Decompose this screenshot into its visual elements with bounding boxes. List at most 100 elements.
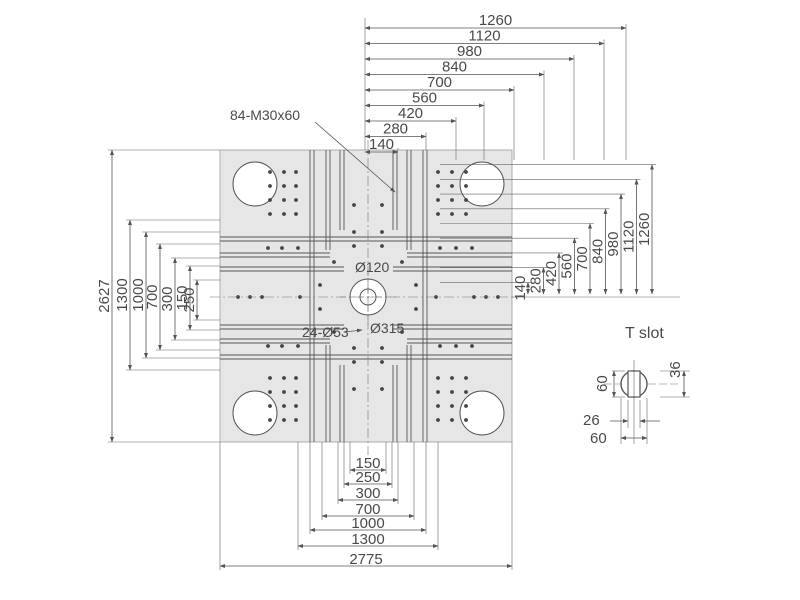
bolt-hole — [400, 330, 404, 334]
bolt-hole — [294, 198, 298, 202]
dim-label: 300 — [159, 286, 176, 311]
dim-label: 560 — [412, 90, 437, 107]
dim-label: 980 — [605, 232, 622, 257]
bolt-hole — [464, 418, 468, 422]
bolt-hole — [352, 346, 356, 350]
bolt-hole — [268, 390, 272, 394]
dim-label: 560 — [559, 254, 576, 279]
bolt-hole — [352, 244, 356, 248]
tie-bar-holes — [232, 161, 505, 436]
bolt-hole — [380, 230, 384, 234]
tie-bar-hole — [459, 161, 505, 207]
dim-label: 700 — [144, 284, 161, 309]
bolt-hole — [268, 404, 272, 408]
bolt-hole — [282, 404, 286, 408]
bolt-hole — [450, 404, 454, 408]
bolt-hole — [414, 283, 418, 287]
dim-label: 250 — [355, 469, 380, 486]
bolt-hole — [294, 376, 298, 380]
tslot-detail — [604, 360, 690, 444]
dim-label: 1000 — [351, 515, 384, 532]
bolt-hole — [380, 387, 384, 391]
bolt-hole — [260, 295, 264, 299]
bolt-hole — [280, 344, 284, 348]
dim-label: 140 — [369, 136, 394, 153]
dim-label: 1000 — [130, 278, 147, 311]
tslot-dim-36: 36 — [667, 361, 684, 378]
bolt-hole — [268, 212, 272, 216]
bolt-hole — [436, 418, 440, 422]
bolt-hole — [318, 283, 322, 287]
bolt-hole — [280, 246, 284, 250]
bolt-hole — [294, 184, 298, 188]
bolt-hole — [400, 260, 404, 264]
bolt-hole — [268, 198, 272, 202]
dim-label: 700 — [355, 501, 380, 518]
bolt-hole — [352, 203, 356, 207]
bolt-hole — [450, 418, 454, 422]
bolt-hole — [436, 184, 440, 188]
bolt-hole — [450, 212, 454, 216]
bolt-hole — [380, 346, 384, 350]
bolt-hole — [470, 344, 474, 348]
bolt-hole — [352, 387, 356, 391]
bolt-hole — [454, 246, 458, 250]
bolt-hole — [454, 344, 458, 348]
bolt-hole — [464, 404, 468, 408]
bolt-hole — [464, 376, 468, 380]
bolt-hole — [436, 212, 440, 216]
bolt-hole — [332, 260, 336, 264]
dim-label: 840 — [442, 59, 467, 76]
dim-label: 1260 — [636, 213, 653, 246]
dim-label: 2775 — [349, 551, 382, 568]
dim-label: 280 — [383, 121, 408, 138]
bolt-hole — [268, 184, 272, 188]
bolt-hole-dots — [236, 170, 500, 422]
dim-label: 420 — [398, 105, 423, 122]
bolt-hole — [450, 376, 454, 380]
t-slots — [309, 150, 428, 442]
bolt-hole — [464, 390, 468, 394]
dim-label: 1120 — [621, 221, 638, 253]
bolt-hole — [282, 170, 286, 174]
holes-label: 24-Ø53 — [302, 324, 349, 340]
bolt-hole — [380, 360, 384, 364]
bolt-hole — [380, 244, 384, 248]
bolt-hole — [294, 418, 298, 422]
bolt-hole — [464, 184, 468, 188]
bolt-hole — [282, 418, 286, 422]
tslot-dim-60-bottom: 60 — [590, 430, 607, 447]
bolt-hole — [268, 170, 272, 174]
tslot-dim-26: 26 — [583, 412, 600, 429]
bolt-label: 84-M30x60 — [230, 107, 300, 123]
dim-label: 700 — [427, 74, 452, 91]
bolt-hole — [464, 198, 468, 202]
dim-label: 840 — [590, 239, 607, 264]
bolt-hole — [450, 390, 454, 394]
bolt-hole — [436, 376, 440, 380]
bolt-hole — [464, 170, 468, 174]
tie-bar-hole — [232, 161, 278, 207]
bolt-hole — [450, 184, 454, 188]
dim-label: 1300 — [351, 531, 384, 548]
bolt-hole — [282, 390, 286, 394]
bolt-hole — [450, 198, 454, 202]
bolt-hole — [294, 212, 298, 216]
dim-label: 150 — [174, 285, 191, 310]
center-hole-label: Ø120 — [355, 259, 389, 275]
bolt-hole — [438, 246, 442, 250]
bolt-hole — [268, 376, 272, 380]
bolt-hole — [472, 295, 476, 299]
bolt-hole — [282, 212, 286, 216]
bolt-hole — [332, 330, 336, 334]
bolt-hole — [436, 390, 440, 394]
dim-label: 300 — [355, 485, 380, 502]
bolt-hole — [464, 212, 468, 216]
bolt-hole — [266, 344, 270, 348]
tslot-dim-60-left: 60 — [594, 375, 611, 392]
